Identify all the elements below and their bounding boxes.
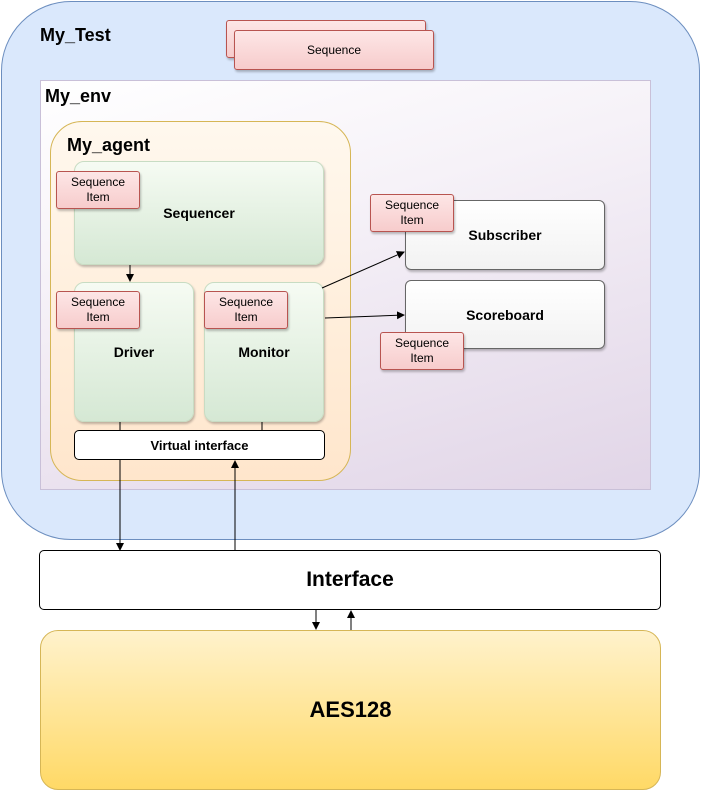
monitor-to-subscriber-arrow [321, 251, 405, 289]
monitor-sequence-item[interactable]: Sequence Item [204, 291, 288, 329]
my-agent-label: My_agent [67, 135, 151, 155]
aes128-dut-box[interactable]: AES128 [40, 630, 661, 790]
virtual-interface-box[interactable]: Virtual interface [74, 430, 325, 460]
subscriber-sequence-item[interactable]: Sequence Item [370, 194, 454, 232]
aes128-label: AES128 [309, 697, 392, 722]
driver-sequence-item[interactable]: Sequence Item [56, 291, 140, 329]
interface-label: Interface [306, 568, 394, 591]
subscriber-label: Subscriber [468, 227, 542, 243]
virtual-interface-label: Virtual interface [150, 437, 249, 453]
driver-label: Driver [113, 344, 155, 360]
scoreboard-sequence-item[interactable]: Sequence Item [380, 332, 464, 370]
my-test-label: My_Test [40, 25, 111, 45]
my-env-label: My_env [45, 86, 112, 106]
monitor-to-scoreboard-arrow [324, 311, 405, 320]
test-sequence[interactable]: Sequence [234, 30, 434, 70]
sequencer-label: Sequencer [163, 205, 235, 221]
interface-box[interactable]: Interface [39, 550, 661, 610]
scoreboard-label: Scoreboard [466, 306, 544, 323]
sequencer-sequence-item[interactable]: Sequence Item [56, 171, 140, 209]
test-sequence-label: Sequence [306, 42, 362, 57]
monitor-label: Monitor [238, 344, 290, 360]
